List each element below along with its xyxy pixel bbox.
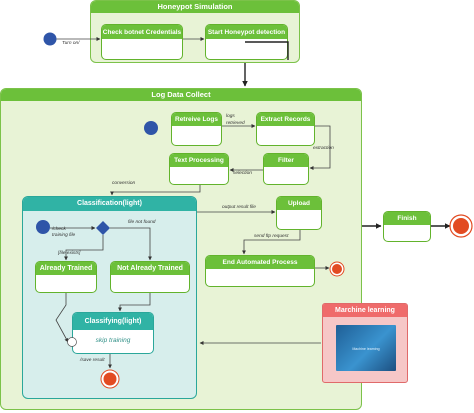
final-node-end-inner bbox=[332, 264, 342, 274]
already-trained-state[interactable]: Already Trained bbox=[35, 261, 97, 293]
not-trained-state[interactable]: Not Already Trained bbox=[110, 261, 190, 293]
classifying-label: Classifying(light) bbox=[73, 313, 153, 330]
decision-node bbox=[96, 221, 110, 235]
start-detection-label: Start Honeypot detection bbox=[206, 25, 287, 39]
machine-learning-title: Marchine learning bbox=[323, 304, 407, 317]
label-turn-on: Turn on/ bbox=[62, 41, 80, 46]
finish-label: Finish bbox=[384, 212, 430, 225]
retrieve-logs-state[interactable]: Retreive Logs bbox=[171, 112, 222, 146]
label-file-exists: [file exists] bbox=[58, 251, 81, 256]
initial-node-classification bbox=[36, 220, 50, 234]
already-trained-label: Already Trained bbox=[36, 262, 96, 275]
text-processing-label: Text Processing bbox=[170, 154, 228, 167]
final-node-finish-inner bbox=[453, 218, 469, 234]
log-data-collect-title: Log Data Collect bbox=[1, 89, 361, 101]
label-check-training-1: /check bbox=[52, 227, 66, 232]
edge-file-exists bbox=[64, 235, 104, 261]
filter-label: Filter bbox=[264, 154, 308, 167]
label-logs-retrieved-2: retrieved bbox=[226, 121, 245, 126]
edge-conversion bbox=[110, 185, 201, 196]
classification-title: Classification(light) bbox=[23, 197, 196, 211]
retrieve-logs-label: Retreive Logs bbox=[172, 113, 221, 126]
upload-label: Upload bbox=[277, 197, 321, 210]
initial-node-honeypot bbox=[43, 32, 57, 46]
edge-send-ftp bbox=[242, 230, 301, 255]
final-node-classification-inner bbox=[103, 372, 117, 386]
check-botnet-label: Check botnet Credentials bbox=[102, 25, 182, 39]
machine-learning-image: Machine learning bbox=[336, 325, 396, 371]
edge-honeypot-to-log bbox=[245, 41, 289, 86]
finish-state[interactable]: Finish bbox=[383, 211, 431, 242]
edge-extraction bbox=[309, 125, 331, 170]
skip-training-label: skip training bbox=[95, 337, 131, 344]
label-file-not-found: file not found bbox=[128, 220, 156, 225]
label-extraction: extraction bbox=[313, 146, 334, 151]
label-save-result: /save result bbox=[80, 358, 105, 363]
not-trained-label: Not Already Trained bbox=[111, 262, 189, 275]
merge-node bbox=[67, 337, 77, 347]
label-conversion: conversion bbox=[112, 181, 136, 186]
text-processing-state[interactable]: Text Processing bbox=[169, 153, 229, 185]
extract-records-label: Extract Records bbox=[257, 113, 314, 126]
initial-node-log bbox=[144, 121, 158, 135]
edge-nottrained-to-classifying bbox=[118, 293, 151, 312]
machine-learning-image-caption: Machine learning bbox=[352, 347, 380, 351]
machine-learning-frame: Marchine learning Machine learning bbox=[322, 303, 408, 383]
edge-file-not-found bbox=[110, 227, 152, 261]
honeypot-simulation-title: Honeypot Simulation bbox=[91, 1, 299, 13]
label-logs-retrieved-1: logs bbox=[226, 114, 235, 119]
label-selection: selection bbox=[233, 171, 252, 176]
upload-state[interactable]: Upload bbox=[276, 196, 322, 230]
classifying-state[interactable]: Classifying(light) skip training bbox=[72, 312, 154, 354]
label-check-training-2: training file bbox=[52, 233, 76, 238]
label-send-ftp: send ftp request bbox=[254, 234, 289, 239]
extract-records-state[interactable]: Extract Records bbox=[256, 112, 315, 146]
filter-state[interactable]: Filter bbox=[263, 153, 309, 185]
check-botnet-state[interactable]: Check botnet Credentials bbox=[101, 24, 183, 60]
label-output-result: output result file bbox=[222, 205, 256, 210]
end-process-state[interactable]: End Automated Process bbox=[205, 255, 315, 287]
edge-trained-to-classifying bbox=[55, 293, 69, 343]
end-process-label: End Automated Process bbox=[206, 256, 314, 269]
